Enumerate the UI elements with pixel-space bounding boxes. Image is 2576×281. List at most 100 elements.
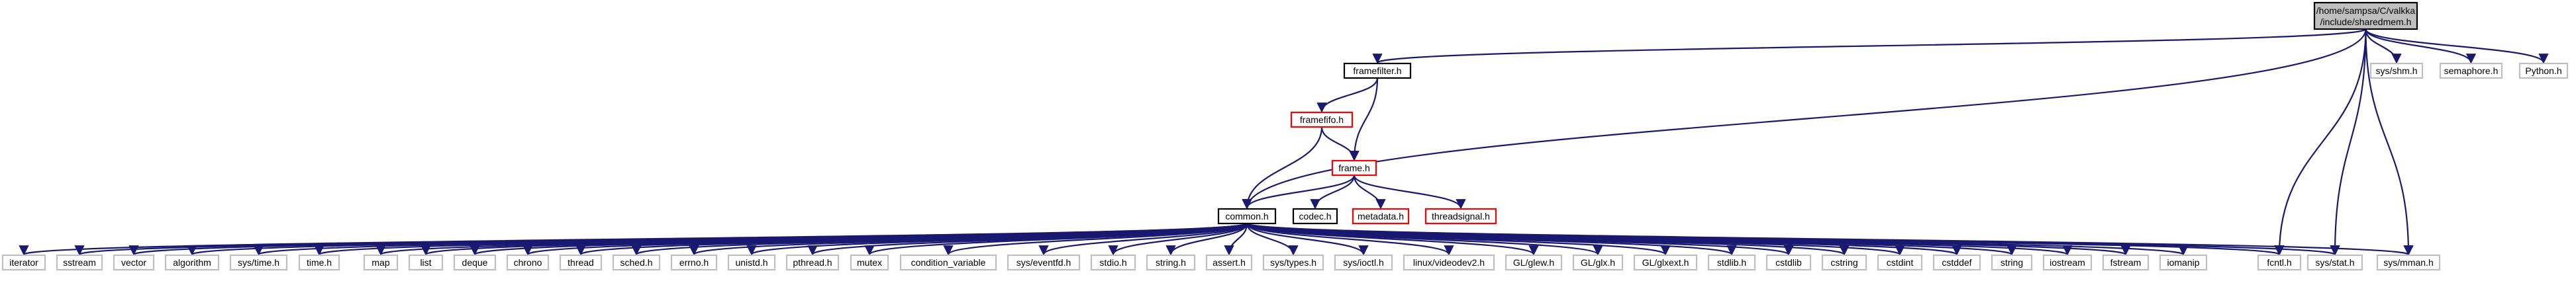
node-box bbox=[1331, 159, 1377, 177]
node-label: Python.h bbox=[2525, 65, 2561, 76]
node-framefifo[interactable]: framefifo.h bbox=[1290, 111, 1354, 128]
edge-common-to-condvar bbox=[943, 222, 1248, 256]
node-list[interactable]: list bbox=[408, 254, 444, 271]
edge-frame-to-codec bbox=[1310, 175, 1356, 210]
node-box bbox=[1, 254, 46, 271]
node-pthread[interactable]: pthread.h bbox=[785, 254, 840, 271]
node-box bbox=[1424, 208, 1497, 225]
node-sstream[interactable]: sstream bbox=[56, 254, 103, 271]
node-label: cstddef bbox=[1942, 257, 1971, 268]
node-unistd[interactable]: unistd.h bbox=[727, 254, 776, 271]
node-label: cstring bbox=[1830, 257, 1858, 268]
node-box bbox=[785, 254, 840, 271]
node-sysshm[interactable]: sys/shm.h bbox=[2369, 62, 2424, 79]
node-label: stdlib.h bbox=[1717, 257, 1746, 268]
node-box bbox=[1292, 208, 1338, 225]
node-root[interactable]: /home/sampsa/C/valkka/include/sharedmem.… bbox=[2313, 1, 2418, 30]
node-stdlib[interactable]: stdlib.h bbox=[1707, 254, 1756, 271]
node-box bbox=[1146, 254, 1196, 271]
node-sysioctl[interactable]: sys/ioctl.h bbox=[1334, 254, 1393, 271]
node-label: frame.h bbox=[1338, 163, 1369, 173]
node-box bbox=[298, 254, 340, 271]
node-systypes[interactable]: sys/types.h bbox=[1262, 254, 1324, 271]
node-cstdint[interactable]: cstdint bbox=[1877, 254, 1923, 271]
node-frame[interactable]: frame.h bbox=[1331, 159, 1377, 177]
node-box bbox=[2518, 62, 2569, 79]
node-box bbox=[1262, 254, 1324, 271]
node-map[interactable]: map bbox=[363, 254, 399, 271]
node-sysmman[interactable]: sys/mman.h bbox=[2376, 254, 2441, 271]
node-thread[interactable]: thread bbox=[559, 254, 603, 271]
node-box bbox=[670, 254, 718, 271]
node-box bbox=[2102, 254, 2150, 271]
node-systime[interactable]: sys/time.h bbox=[229, 254, 288, 271]
node-label: sys/time.h bbox=[238, 257, 279, 268]
node-mutex[interactable]: mutex bbox=[850, 254, 889, 271]
node-videodev2[interactable]: linux/videodev2.h bbox=[1403, 254, 1495, 271]
node-label: sys/mman.h bbox=[2383, 257, 2433, 268]
node-label: string bbox=[2001, 257, 2023, 268]
node-glx[interactable]: GL/glx.h bbox=[1572, 254, 1624, 271]
node-cstring[interactable]: cstring bbox=[1821, 254, 1867, 271]
node-box bbox=[727, 254, 776, 271]
node-label: vector bbox=[121, 257, 146, 268]
node-syseventfd[interactable]: sys/eventfd.h bbox=[1007, 254, 1081, 271]
node-chrono[interactable]: chrono bbox=[506, 254, 550, 271]
node-string_h[interactable]: string.h bbox=[1146, 254, 1196, 271]
edge-framefifo-to-common bbox=[1242, 126, 1323, 210]
node-deque[interactable]: deque bbox=[453, 254, 497, 271]
node-box bbox=[1205, 254, 1253, 271]
node-time[interactable]: time.h bbox=[298, 254, 340, 271]
edge-frame-to-metadata bbox=[1353, 175, 1386, 210]
node-iterator[interactable]: iterator bbox=[1, 254, 46, 271]
node-cstddef[interactable]: cstddef bbox=[1932, 254, 1981, 271]
node-threadsignal[interactable]: threadsignal.h bbox=[1424, 208, 1497, 225]
node-box bbox=[1090, 254, 1136, 271]
node-cstdlib[interactable]: cstdlib bbox=[1765, 254, 1812, 271]
node-label: sys/shm.h bbox=[2375, 65, 2417, 76]
node-label: list bbox=[420, 257, 431, 268]
node-label: metadata.h bbox=[1358, 211, 1404, 221]
node-glxext[interactable]: GL/glxext.h bbox=[1633, 254, 1698, 271]
node-box bbox=[2439, 62, 2503, 79]
node-label: cstdint bbox=[1887, 257, 1914, 268]
node-glew[interactable]: GL/glew.h bbox=[1505, 254, 1563, 271]
node-python[interactable]: Python.h bbox=[2518, 62, 2569, 79]
node-iostream[interactable]: iostream bbox=[2042, 254, 2093, 271]
node-iomanip[interactable]: iomanip bbox=[2159, 254, 2208, 271]
node-errno[interactable]: errno.h bbox=[670, 254, 718, 271]
node-metadata[interactable]: metadata.h bbox=[1352, 208, 1410, 225]
node-string[interactable]: string bbox=[1991, 254, 2033, 271]
node-stdio[interactable]: stdio.h bbox=[1090, 254, 1136, 271]
node-label: sys/eventfd.h bbox=[1016, 257, 1071, 268]
node-box bbox=[559, 254, 603, 271]
node-algorithm[interactable]: algorithm bbox=[164, 254, 220, 271]
node-fstream[interactable]: fstream bbox=[2102, 254, 2150, 271]
edge-common-to-systypes bbox=[1246, 223, 1299, 256]
node-box bbox=[2257, 254, 2302, 271]
node-sched[interactable]: sched.h bbox=[612, 254, 661, 271]
node-codec[interactable]: codec.h bbox=[1292, 208, 1338, 225]
node-label: sched.h bbox=[620, 257, 652, 268]
node-box bbox=[2376, 254, 2441, 271]
node-label: cstdlib bbox=[1775, 257, 1802, 268]
node-label: semaphore.h bbox=[2444, 65, 2499, 76]
edge-common-to-videodev2 bbox=[1246, 223, 1454, 256]
node-box bbox=[899, 254, 997, 271]
node-common[interactable]: common.h bbox=[1217, 208, 1277, 225]
edge-framefilter-to-framefifo bbox=[1316, 77, 1379, 113]
node-fcntl[interactable]: fcntl.h bbox=[2257, 254, 2302, 271]
edge-common-to-sysmman bbox=[1246, 222, 2413, 256]
node-semaphore[interactable]: semaphore.h bbox=[2439, 62, 2503, 79]
node-assert[interactable]: assert.h bbox=[1205, 254, 1253, 271]
node-vector[interactable]: vector bbox=[113, 254, 155, 271]
node-box bbox=[1765, 254, 1812, 271]
node-sysstat[interactable]: sys/stat.h bbox=[2306, 254, 2363, 271]
edge-root-to-sysstat bbox=[2330, 28, 2367, 256]
node-label: chrono bbox=[514, 257, 542, 268]
node-label: sys/types.h bbox=[1270, 257, 1316, 268]
node-box bbox=[506, 254, 550, 271]
node-framefilter[interactable]: framefilter.h bbox=[1343, 62, 1412, 79]
node-condvar[interactable]: condition_variable bbox=[899, 254, 997, 271]
node-label: sys/stat.h bbox=[2315, 257, 2354, 268]
